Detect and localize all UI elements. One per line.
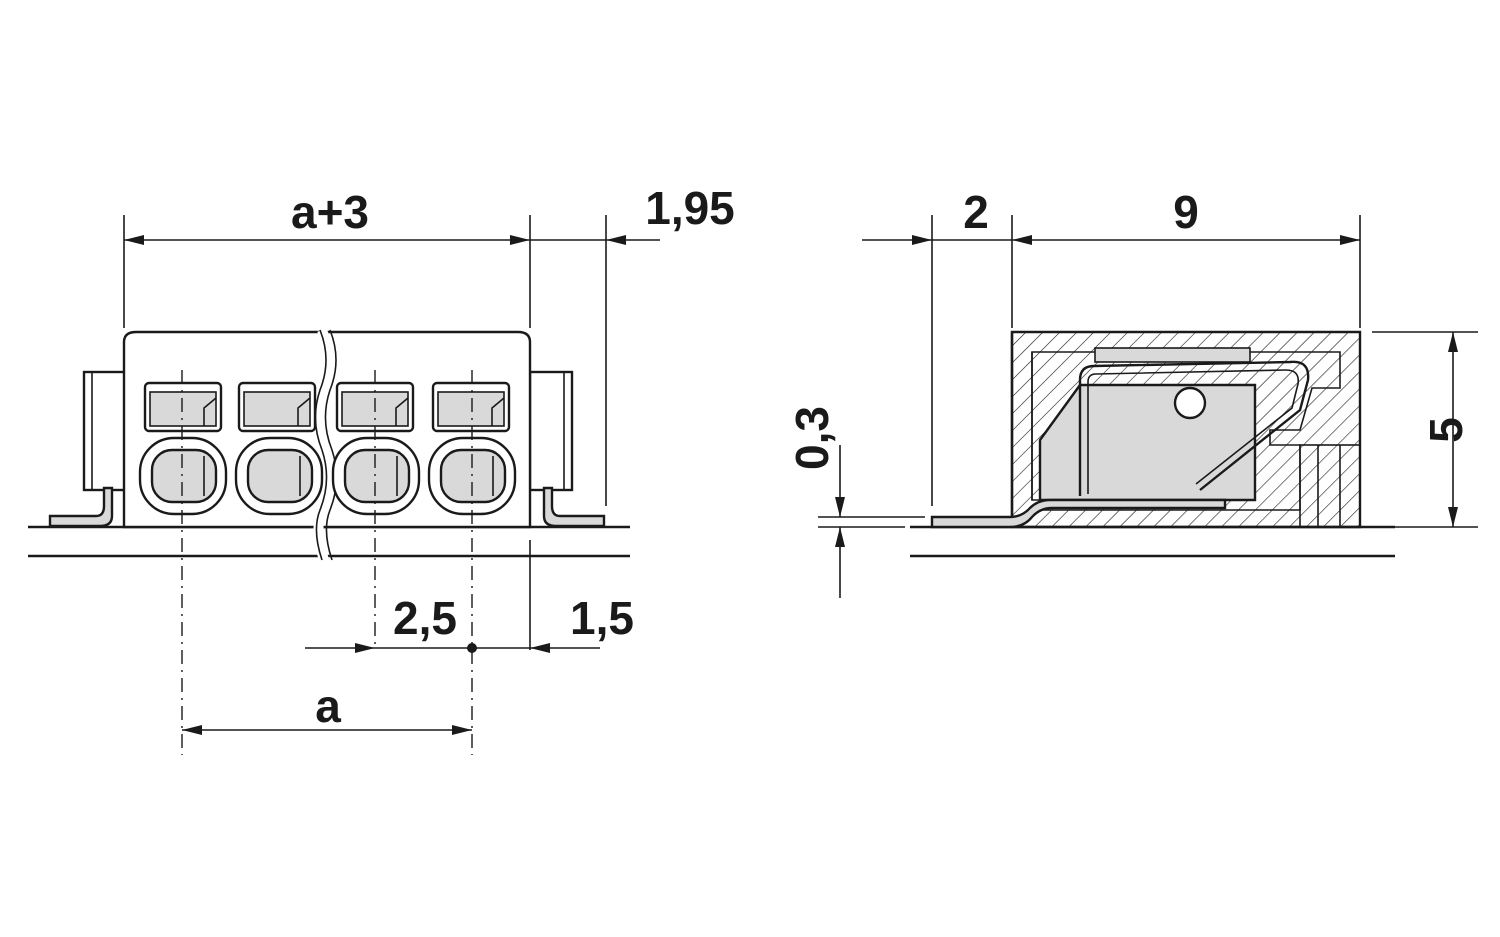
dim-standoff: 0,3 <box>786 406 845 598</box>
upper-slot <box>1094 347 1251 363</box>
contact-block <box>1038 383 1257 502</box>
right-flange <box>528 370 574 492</box>
dim-span: a <box>182 680 472 735</box>
side-view: 2 9 5 0,3 <box>786 186 1478 598</box>
break-gap <box>312 328 334 562</box>
dim-offset: 1,95 <box>530 182 735 245</box>
dim-height: 5 <box>1420 332 1472 527</box>
dim-pitch-label: 2,5 <box>393 592 457 644</box>
centre-lines <box>181 370 473 755</box>
dim-edge-label: 1,5 <box>570 592 634 644</box>
front-extension-lines <box>123 215 607 650</box>
dim-front-label: 2 <box>963 186 989 238</box>
contact-hole <box>1173 386 1207 420</box>
dim-span-label: a <box>315 680 341 732</box>
side-extension-lines <box>818 215 1478 528</box>
dim-height-label: 5 <box>1420 417 1472 443</box>
dim-front: 2 <box>862 186 1012 245</box>
side-pcb-board <box>910 525 1395 558</box>
left-solder-tab <box>48 486 114 528</box>
dim-standoff-label: 0,3 <box>786 406 838 470</box>
dim-depth-label: 9 <box>1173 186 1199 238</box>
right-solder-tab <box>542 486 606 528</box>
dim-overall: a+3 <box>124 186 530 245</box>
dim-depth: 9 <box>1012 186 1360 245</box>
left-flange <box>82 370 128 492</box>
conductor-entries <box>138 436 517 516</box>
dim-edge: 1,5 <box>472 592 634 653</box>
dim-pitch: 2,5 <box>305 592 477 653</box>
dim-offset-label: 1,95 <box>645 182 735 234</box>
solder-lead <box>930 498 1227 529</box>
spring-clamp <box>1078 360 1310 496</box>
front-view: a+3 1,95 2,5 1,5 a <box>28 182 735 755</box>
dim-overall-label: a+3 <box>291 186 369 238</box>
